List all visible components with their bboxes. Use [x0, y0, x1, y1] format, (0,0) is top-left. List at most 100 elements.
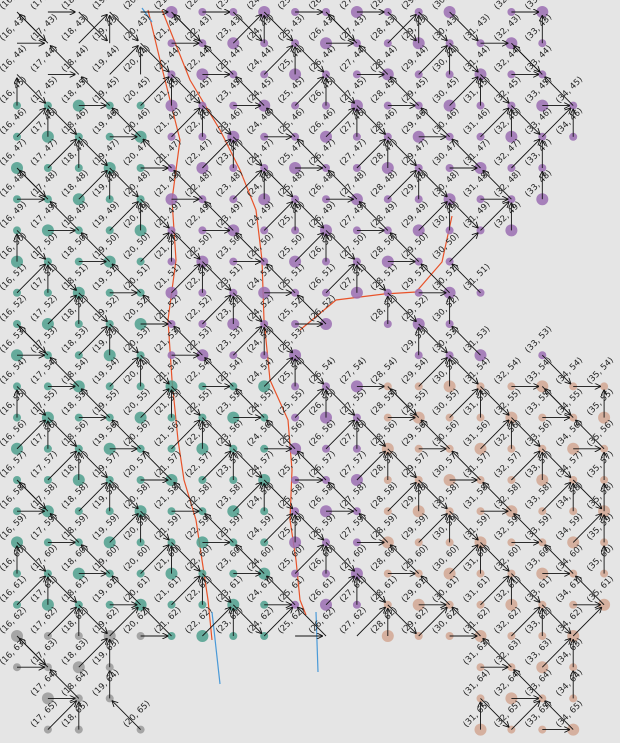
flow-arrow: [232, 11, 261, 40]
flow-arrow: [205, 358, 234, 387]
flow-arrow: [541, 448, 570, 477]
flow-arrow: [511, 452, 539, 481]
flow-arrow: [298, 452, 327, 481]
flow-arrow: [511, 608, 539, 637]
flow-arrow: [202, 573, 230, 602]
flow-arrow: [174, 483, 203, 512]
flow-arrow: [449, 77, 478, 106]
flow-arrow: [140, 389, 169, 418]
flow-arrow: [511, 105, 539, 134]
flow-arrow: [113, 264, 141, 294]
flow-arrow: [452, 452, 481, 481]
flow-arrow: [263, 167, 292, 196]
flow-arrow: [109, 46, 138, 75]
flow-arrow: [452, 140, 481, 169]
flow-arrow: [418, 514, 447, 543]
flow-arrow: [356, 261, 385, 290]
flow-arrow: [356, 452, 385, 481]
flow-arrow: [452, 264, 481, 294]
flow-arrow: [449, 354, 478, 383]
flow-arrow: [232, 604, 261, 633]
flow-arrow: [545, 389, 574, 418]
flow-arrow: [232, 15, 261, 44]
flow-arrow: [356, 105, 385, 134]
flow-arrow: [232, 136, 261, 165]
flow-arrow: [78, 639, 107, 668]
flow-arrow: [205, 46, 234, 75]
flow-arrow: [20, 639, 49, 668]
flow-arrow: [82, 545, 111, 574]
flow-arrow: [171, 420, 200, 450]
flow-arrow: [480, 576, 509, 606]
flow-arrow: [236, 233, 265, 262]
flow-arrow: [78, 11, 107, 40]
flow-arrow: [236, 77, 265, 106]
flow-arrow: [449, 389, 478, 418]
flow-arrow: [78, 604, 107, 633]
flow-arrow: [422, 108, 450, 138]
flow-arrow: [576, 420, 605, 450]
flow-arrow: [78, 171, 107, 200]
flow-arrow: [483, 639, 512, 668]
flow-arrow: [143, 140, 172, 169]
flow-arrow: [572, 608, 601, 637]
flow-arrow: [263, 11, 292, 40]
flow-arrow: [267, 264, 296, 294]
flow-arrow: [20, 15, 49, 44]
flow-arrow: [47, 261, 76, 290]
flow-arrow: [109, 202, 138, 231]
flow-arrow: [263, 46, 292, 75]
flow-arrow: [174, 327, 203, 356]
flow-arrow: [51, 514, 80, 543]
flow-arrow: [541, 604, 570, 633]
flow-arrow: [78, 15, 107, 44]
stream-line-south-west: [211, 611, 221, 685]
flow-arrow: [263, 323, 292, 352]
flow-arrow: [16, 576, 45, 606]
flow-arrow: [545, 701, 574, 730]
flow-arrow: [452, 327, 481, 356]
flow-arrow: [356, 608, 385, 637]
flow-arrow: [236, 389, 265, 418]
flow-arrow: [171, 108, 200, 138]
flow-arrow: [514, 46, 543, 75]
flow-arrow: [202, 296, 230, 325]
flow-arrow: [325, 74, 354, 102]
node-dot: [536, 6, 549, 18]
flow-arrow: [480, 420, 509, 450]
flow-arrow: [113, 108, 141, 138]
flow-arrow: [47, 105, 76, 134]
flow-arrow: [298, 608, 327, 637]
flow-arrow: [171, 74, 200, 102]
flow-arrow: [452, 608, 481, 637]
flow-arrow: [202, 608, 230, 637]
flow-arrow: [294, 233, 323, 262]
flow-arrow: [480, 74, 509, 102]
flow-arrow: [47, 140, 76, 169]
flow-arrow: [202, 261, 230, 290]
flow-arrow: [298, 140, 327, 169]
flow-arrow: [356, 573, 385, 602]
flow-arrow: [325, 576, 354, 606]
flow-arrow: [113, 701, 141, 730]
flow-arrow: [387, 483, 416, 512]
flow-arrow: [263, 608, 292, 637]
flow-arrow: [202, 452, 230, 481]
flow-arrow: [387, 292, 416, 321]
flow-arrow: [294, 42, 323, 71]
flow-arrow: [418, 167, 447, 196]
flow-arrow: [174, 171, 203, 200]
flow-arrow: [171, 542, 200, 570]
flow-arrow: [205, 514, 234, 543]
flow-arrow: [449, 545, 478, 574]
flow-arrow: [511, 573, 539, 602]
flow-arrow: [263, 479, 292, 508]
flow-arrow: [140, 354, 169, 383]
flow-arrow: [78, 327, 107, 356]
flow-arrow: [78, 483, 107, 512]
flow-arrow: [47, 296, 76, 325]
flow-arrow: [16, 542, 45, 570]
flow-arrow: [418, 202, 447, 231]
